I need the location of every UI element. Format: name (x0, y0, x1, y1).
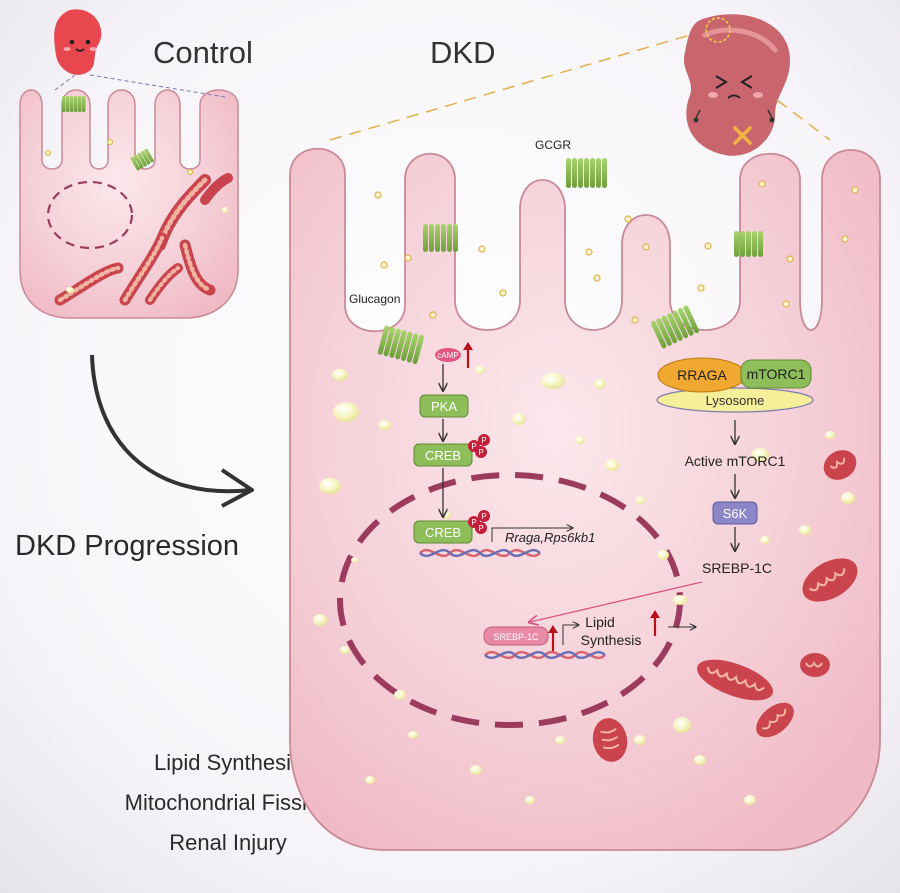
gcgr-receptor-bottom-left (377, 325, 425, 365)
phospho-label: P (478, 448, 483, 457)
creb-cytoplasm-node (413, 443, 473, 467)
control-title: Control (153, 35, 253, 70)
progression-arrow (90, 354, 251, 494)
pka-node (419, 394, 469, 418)
phospho-label: P (471, 518, 476, 527)
mtorc1-label: mTORC1 (747, 366, 806, 382)
phospho-label: P (481, 436, 486, 445)
srebp-cytoplasm-label: SREBP-1C (702, 560, 772, 576)
phospho-label: P (478, 524, 483, 533)
camp-node (435, 348, 461, 362)
lipid-up-arrow (650, 610, 660, 636)
srebp-nucleus-label: SREBP-1C (493, 632, 539, 642)
outcome-lipid-synthesis: Lipid Synthesis (154, 750, 302, 775)
target-genes-label: Rraga,Rps6kb1 (505, 530, 595, 545)
camp-label: cAMP (437, 351, 458, 360)
gcgr-label: GCGR (535, 138, 571, 152)
control-kidney-icon (54, 9, 102, 75)
dkd-title: DKD (430, 35, 495, 70)
dna-helix-creb (419, 548, 541, 558)
pka-label: PKA (431, 399, 457, 414)
lysosome-node (656, 387, 814, 413)
control-receptor-2 (130, 148, 154, 171)
creb-phospho-groups: P P P (468, 434, 490, 458)
camp-up-arrow (463, 342, 473, 368)
transcription-arrow-creb (491, 528, 572, 542)
control-cell (19, 89, 239, 319)
glucagon-particles (374, 180, 859, 324)
lipid-droplets (313, 366, 855, 805)
zoom-line-right (776, 99, 831, 141)
progression-label: DKD Progression (15, 530, 239, 562)
creb-nucleus-node (413, 520, 473, 544)
gcgr-receptor-right (734, 231, 763, 257)
dkd-kidney-icon (683, 14, 790, 156)
mtorc1-node (740, 359, 812, 389)
s6k-node (712, 501, 758, 525)
active-mtorc1-label: Active mTORC1 (685, 453, 786, 469)
lipid-synthesis-line2: Synthesis (581, 632, 642, 648)
gcgr-receptor-bottom-right (650, 305, 700, 349)
lipid-synthesis-line1: Lipid (585, 614, 615, 630)
creb-nucleus-phospho-groups: P P P (468, 510, 490, 534)
creb-cytoplasm-label: CREB (425, 448, 461, 463)
srebp-up-arrow (548, 625, 558, 652)
rraga-label: RRAGA (677, 367, 727, 383)
s6k-label: S6K (723, 506, 748, 521)
dna-helix-srebp (484, 650, 606, 660)
creb-nucleus-label: CREB (425, 525, 461, 540)
zoom-line-left (329, 34, 691, 141)
progression-arrowhead (220, 468, 254, 508)
control-receptor-1 (62, 96, 86, 112)
outcome-renal-injury: Renal Injury (169, 830, 286, 855)
glucagon-label: Glucagon (349, 292, 400, 306)
arrow-srebp-nucleus (530, 581, 703, 622)
control-mitochondria (54, 173, 233, 306)
outcome-mitochondrial-fission: Mitochondrial Fission (125, 790, 332, 815)
phospho-label: P (471, 442, 476, 451)
gcgr-receptor-left (423, 224, 458, 252)
phospho-label: P (481, 512, 486, 521)
control-nucleus (46, 180, 134, 250)
transcription-arrow-srebp (562, 625, 578, 645)
gcgr-receptor-top (566, 158, 607, 188)
dkd-mitochondria (592, 450, 858, 762)
lysosome-label: Lysosome (706, 393, 765, 408)
srebp-nucleus-node (483, 626, 549, 646)
